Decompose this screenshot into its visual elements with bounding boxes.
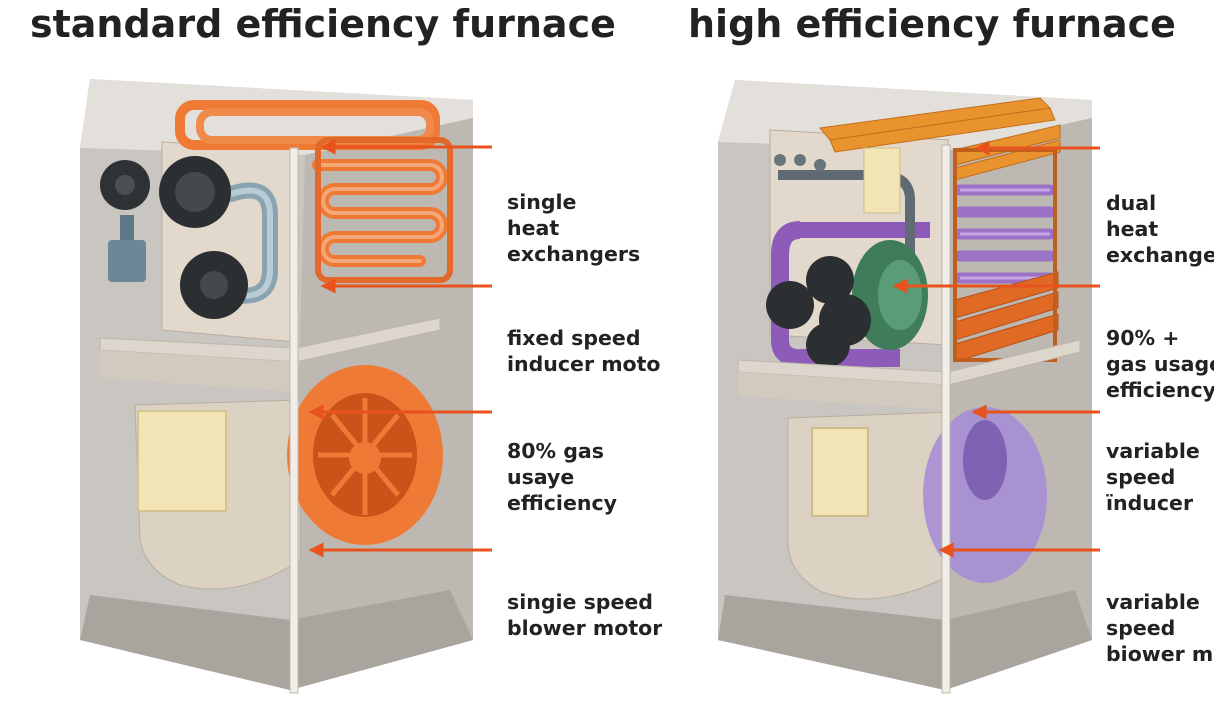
left-front-post [289,147,299,694]
dual-heat-exchanger-icon [771,97,1061,368]
left-control-panel-icon [137,410,227,512]
gas-valve-icon [774,147,915,260]
high-efficiency-furnace-title: high efficiency furnace [688,2,1176,46]
right-front-post [941,144,951,694]
left-cabinet-floor [80,590,473,690]
label-dual-heat-exchangers: dualheatexchangers [1106,191,1214,267]
right-cabinet-floor [718,590,1092,690]
variable-blower-wheel-icon [923,407,1047,583]
right-callout-arrows [892,140,1100,558]
left-callout-arrows [308,139,492,558]
standard-furnace-illustration [80,79,473,694]
variable-inducer-motor-icon [766,240,928,367]
right-control-panel-icon [811,427,869,517]
blower-wheel-icon [287,365,443,545]
inducer-motor-icon [100,156,278,319]
right-shelf-front [738,372,948,410]
single-heat-exchanger-icon [175,100,453,283]
high-efficiency-furnace-illustration [718,80,1092,694]
left-shelf-front [100,350,296,392]
standard-furnace-title: standard efficiency furnace [30,2,616,46]
